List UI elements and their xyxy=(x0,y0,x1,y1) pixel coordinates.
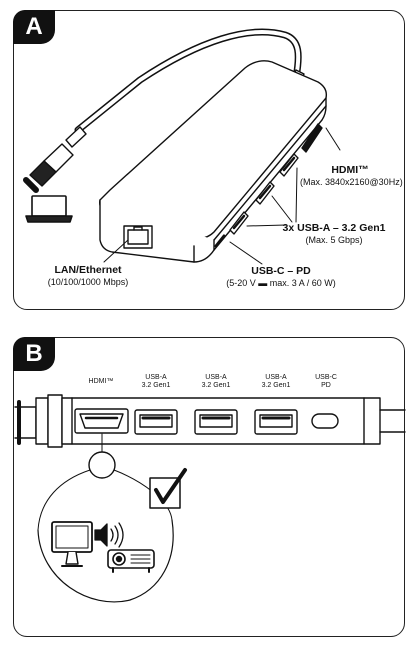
hdmi-port xyxy=(301,123,323,153)
projector-icon xyxy=(107,549,155,573)
usb-c-port xyxy=(214,234,226,248)
hdmi-port-front xyxy=(74,408,129,434)
usb-a-port-3 xyxy=(229,211,249,235)
hdmi-title: HDMI™ xyxy=(331,164,369,176)
lan-spec: (10/100/1000 Mbps) xyxy=(47,276,129,287)
port-label-line1: USB-A xyxy=(145,374,167,381)
port-label-usb-c: USB-C PD xyxy=(306,374,346,391)
usb-a-port-1 xyxy=(279,153,299,177)
usb-a-port-front-1 xyxy=(134,409,178,435)
callout-lines xyxy=(103,127,341,265)
lan-port xyxy=(123,225,153,249)
panel-b xyxy=(13,337,405,637)
usb-c-cable xyxy=(23,28,305,193)
port-label-line2: PD xyxy=(321,382,331,390)
port-label-line1: USB-A xyxy=(265,374,287,381)
usb-a-spec: (Max. 5 Gbps) xyxy=(305,234,363,245)
port-label-hdmi: HDMI™ xyxy=(81,378,121,386)
usb-c-port-front xyxy=(311,413,339,429)
port-label-line1: USB-C xyxy=(315,374,337,381)
port-label-usb-a-1: USB-A 3.2 Gen1 xyxy=(136,374,176,391)
checkmark-icon xyxy=(149,468,187,509)
usb-c-title: USB-C – PD xyxy=(251,265,311,277)
usb-c-label: USB-C – PD (5-20 V ▬ max. 3 A / 60 W) xyxy=(226,265,336,288)
panel-b-tab: B xyxy=(13,337,55,371)
port-label-usb-a-2: USB-A 3.2 Gen1 xyxy=(196,374,236,391)
usb-a-port-front-3 xyxy=(254,409,298,435)
usb-a-port-2 xyxy=(255,181,275,205)
hdmi-spec: (Max. 3840x2160@30Hz) xyxy=(300,176,403,187)
port-label-line1: USB-A xyxy=(205,374,227,381)
monitor-icon xyxy=(51,521,93,567)
lan-title: LAN/Ethernet xyxy=(54,264,122,276)
panel-a-tab: A xyxy=(13,10,55,44)
zoom-callout xyxy=(37,433,174,603)
port-label-usb-a-3: USB-A 3.2 Gen1 xyxy=(256,374,296,391)
port-label-line2: 3.2 Gen1 xyxy=(201,382,231,390)
lan-label: LAN/Ethernet (10/100/1000 Mbps) xyxy=(38,264,138,287)
usb-a-label: 3x USB-A – 3.2 Gen1 (Max. 5 Gbps) xyxy=(282,222,386,245)
port-label-line2: 3.2 Gen1 xyxy=(261,382,291,390)
usb-c-spec: (5-20 V ▬ max. 3 A / 60 W) xyxy=(226,277,336,288)
hdmi-label: HDMI™ (Max. 3840x2160@30Hz) xyxy=(300,164,403,187)
usb-a-title: 3x USB-A – 3.2 Gen1 xyxy=(282,222,386,234)
port-label-line1: HDMI™ xyxy=(88,378,114,385)
laptop-icon xyxy=(25,195,73,223)
port-label-line2: 3.2 Gen1 xyxy=(141,382,171,390)
usb-a-port-front-2 xyxy=(194,409,238,435)
sound-waves-icon xyxy=(94,522,124,548)
